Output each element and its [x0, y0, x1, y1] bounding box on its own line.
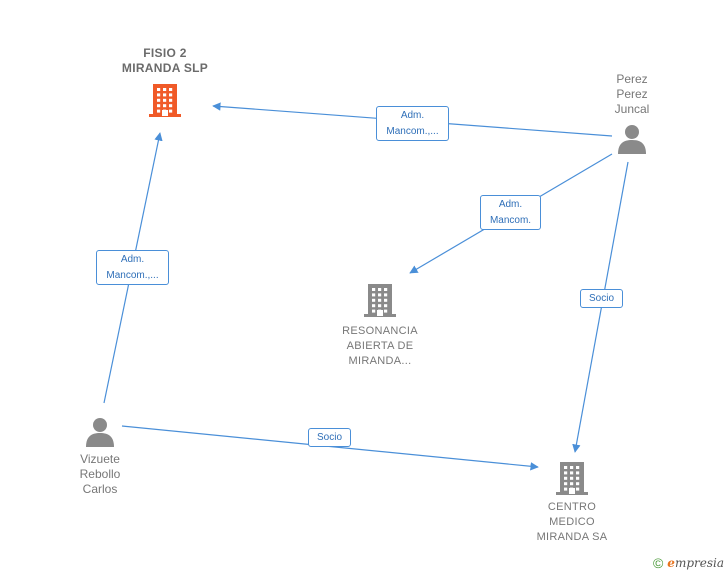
edge-label-perez-centro[interactable]: Socio	[580, 289, 623, 308]
copyright-icon: ©	[652, 555, 664, 571]
edge-label-vizuete-centro[interactable]: Socio	[308, 428, 351, 447]
person-node-perez[interactable]: Perez Perez Juncal	[594, 72, 670, 155]
person-name: Perez Perez Juncal	[614, 72, 650, 116]
company-name: FISIO 2 MIRANDA SLP	[121, 46, 209, 75]
person-name: Vizuete Rebollo Carlos	[79, 452, 121, 496]
building-icon	[149, 84, 181, 117]
edge-label-perez-fisio[interactable]: Adm. Mancom.,...	[376, 106, 449, 141]
company-node-centro[interactable]: CENTRO MEDICO MIRANDA SA	[522, 460, 622, 545]
brand-logo: empresia	[667, 556, 724, 570]
person-icon	[618, 125, 646, 154]
company-node-fisio[interactable]: FISIO 2 MIRANDA SLP	[110, 46, 220, 118]
company-name: RESONANCIA ABIERTA DE MIRANDA...	[342, 325, 418, 367]
company-name: CENTRO MEDICO MIRANDA SA	[536, 501, 608, 543]
footer-brand: © empresia	[653, 555, 724, 571]
person-node-vizuete[interactable]: Vizuete Rebollo Carlos	[62, 416, 138, 497]
edge-label-vizuete-fisio[interactable]: Adm. Mancom.,...	[96, 250, 169, 285]
person-icon	[86, 418, 114, 447]
building-icon	[556, 462, 588, 495]
building-icon	[364, 284, 396, 317]
company-node-resonancia[interactable]: RESONANCIA ABIERTA DE MIRANDA...	[320, 282, 440, 369]
edge-label-perez-resonancia[interactable]: Adm. Mancom.	[480, 195, 541, 230]
